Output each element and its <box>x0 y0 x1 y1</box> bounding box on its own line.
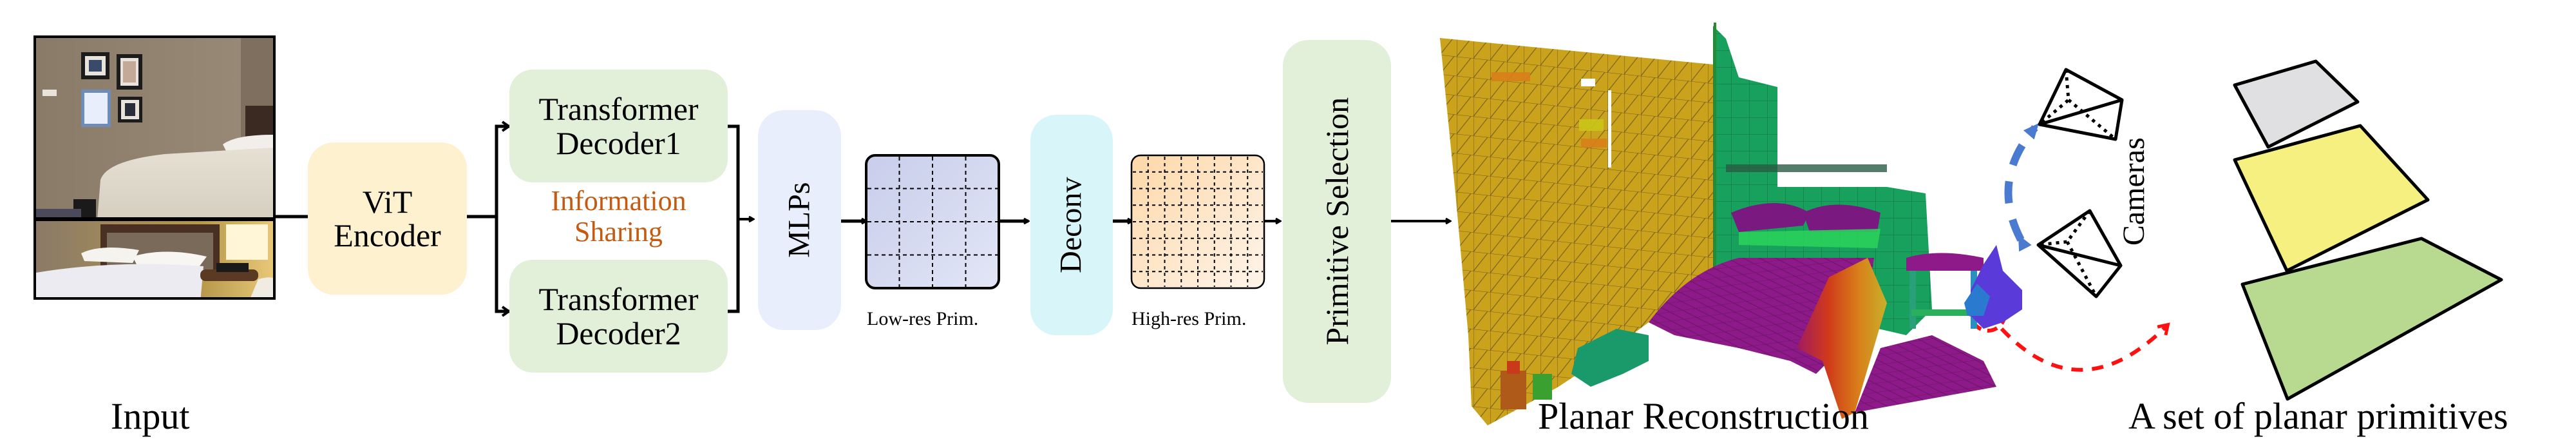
input-image-bottom <box>36 221 273 297</box>
decoder1-line1: Transformer <box>538 91 699 127</box>
transformer-decoder-2: Transformer Decoder2 <box>509 260 728 373</box>
primitive-gray <box>2233 59 2360 149</box>
primitive-selection-block: Primitive Selection <box>1283 40 1391 403</box>
high-res-primitives-grid <box>1130 154 1265 289</box>
split-bracket <box>495 124 509 313</box>
reconstruction-caption: Planar Reconstruction <box>1538 395 1869 437</box>
input-image-top <box>36 38 273 220</box>
encoder-label-line2: Encoder <box>334 217 441 253</box>
primitive-yellow <box>2233 124 2430 273</box>
deconv-block: Deconv <box>1030 115 1113 335</box>
low-res-caption: Low-res Prim. <box>867 308 979 329</box>
info-sharing-line1: Information <box>551 185 687 217</box>
vit-encoder-block: ViT Encoder <box>308 142 467 295</box>
camera-icon-top <box>2038 68 2124 141</box>
camera-icon-bottom <box>2036 209 2123 298</box>
decoder2-line2: Decoder2 <box>556 315 681 351</box>
high-res-caption: High-res Prim. <box>1132 308 1247 329</box>
info-sharing-line2: Sharing <box>574 216 663 248</box>
input-image-stack <box>33 35 276 300</box>
red-dashed-arc <box>2000 322 2170 372</box>
mlps-block: MLPs <box>758 110 841 330</box>
primitives-caption: A set of planar primitives <box>2128 395 2508 437</box>
primitive-green <box>2240 237 2503 401</box>
input-divider <box>36 217 273 221</box>
camera-arc-blue <box>2004 123 2039 252</box>
input-caption: Input <box>111 395 190 437</box>
decoder1-line2: Decoder1 <box>556 124 681 161</box>
reconstruction-wall-left <box>1440 38 1713 425</box>
decoder2-line1: Transformer <box>538 281 699 317</box>
transformer-decoder-1: Transformer Decoder1 <box>509 70 728 182</box>
low-res-primitives-grid <box>865 154 1000 289</box>
encoder-label-line1: ViT <box>362 183 413 220</box>
information-sharing-label: Information Sharing <box>509 185 728 248</box>
